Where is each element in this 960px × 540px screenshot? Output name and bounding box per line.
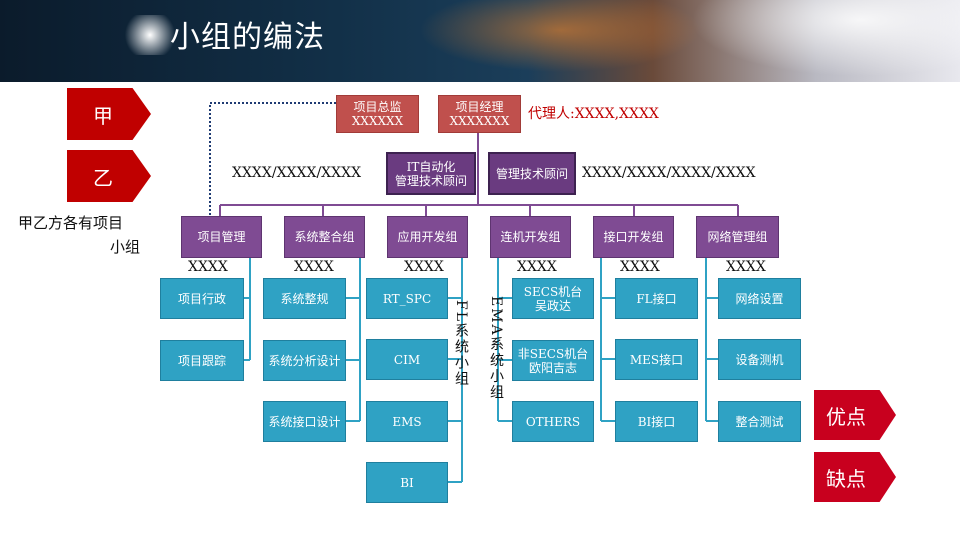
advisor-left-names: XXXX/XXXX/XXXX	[232, 165, 361, 181]
project-manager-box: 项目经理 XXXXXXX	[438, 95, 521, 133]
project-manager-title: 项目经理	[455, 100, 503, 114]
lead-system-integration: XXXX	[294, 259, 334, 275]
project-director-title: 项目总监	[353, 100, 401, 114]
pros-button[interactable]: 优点	[814, 390, 896, 440]
task-non-secs-equipment: 非SECS机台欧阳吉志	[512, 340, 594, 381]
it-advisor-line1: IT自动化	[407, 160, 456, 174]
task-bi: BI	[366, 462, 448, 503]
agent-label: 代理人:XXXX,XXXX	[528, 103, 659, 123]
side-note-line1: 甲乙方各有项目	[18, 212, 123, 233]
group-network-mgmt: 网络管理组	[696, 216, 779, 258]
task-rt-spc: RT_SPC	[366, 278, 448, 319]
group-project-mgmt: 项目管理	[181, 216, 262, 258]
project-director-box: 项目总监 XXXXXX	[336, 95, 419, 133]
group-app-dev: 应用开发组	[387, 216, 468, 258]
task-bi-interface: BI接口	[615, 401, 698, 442]
task-system-planning: 系统整规	[263, 278, 346, 319]
task-project-tracking: 项目跟踪	[160, 340, 244, 381]
fl-system-team-label: FL系统小组	[451, 300, 471, 387]
group-system-integration: 系统整合组	[284, 216, 365, 258]
project-director-name: XXXXXX	[352, 114, 403, 128]
task-mes-interface: MES接口	[615, 339, 698, 380]
task-project-admin: 项目行政	[160, 278, 244, 319]
mgmt-advisor-box: 管理技术顾问	[488, 152, 576, 195]
side-note-line2: 小组	[110, 236, 140, 257]
lead-equipment-dev: XXXX	[517, 259, 557, 275]
task-network-setup: 网络设置	[718, 278, 801, 319]
lead-app-dev: XXXX	[404, 259, 444, 275]
task-others: OTHERS	[512, 401, 594, 442]
it-advisor-line2: 管理技术顾问	[395, 174, 467, 188]
task-cim: CIM	[366, 339, 448, 380]
mgmt-advisor-label: 管理技术顾问	[496, 167, 568, 181]
task-ems: EMS	[366, 401, 448, 442]
group-equipment-dev: 连机开发组	[490, 216, 571, 258]
task-system-analysis-design: 系统分析设计	[263, 340, 346, 381]
task-equipment-test: 设备测机	[718, 339, 801, 380]
group-interface-dev: 接口开发组	[593, 216, 674, 258]
task-secs-equipment: SECS机台吴政达	[512, 278, 594, 319]
lead-network-mgmt: XXXX	[726, 259, 766, 275]
lead-project-mgmt: XXXX	[188, 259, 228, 275]
cons-button[interactable]: 缺点	[814, 452, 896, 502]
task-fl-interface: FL接口	[615, 278, 698, 319]
project-manager-name: XXXXXXX	[450, 114, 510, 128]
task-integration-test: 整合测试	[718, 401, 801, 442]
it-advisor-box: IT自动化 管理技术顾问	[386, 152, 476, 195]
ema-system-team-label: EMA系统小组	[486, 296, 506, 401]
advisor-right-names: XXXX/XXXX/XXXX/XXXX	[582, 165, 756, 181]
lead-interface-dev: XXXX	[620, 259, 660, 275]
task-system-interface-design: 系统接口设计	[263, 401, 346, 442]
